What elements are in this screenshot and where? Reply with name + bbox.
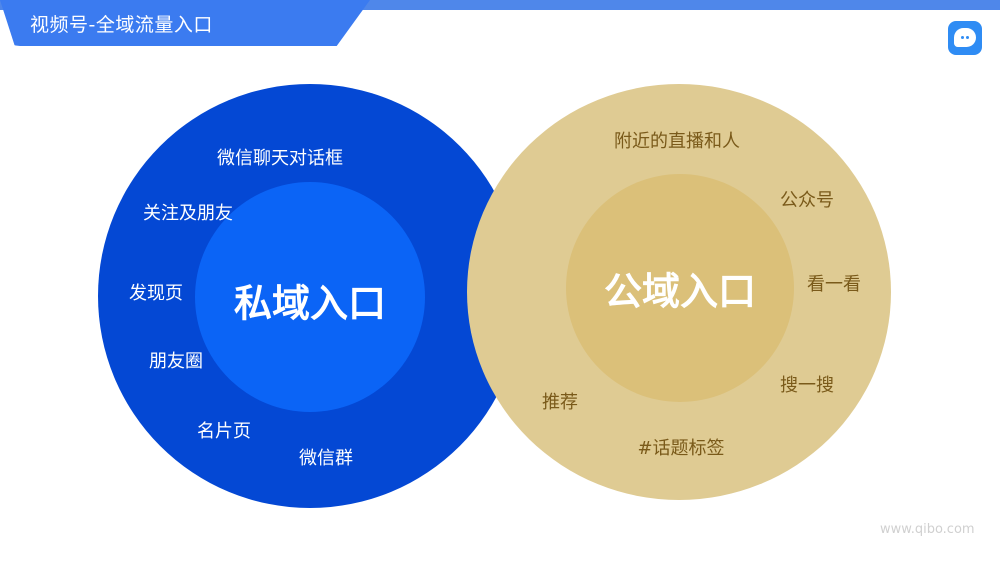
private-item-follow-friends: 关注及朋友 xyxy=(143,203,233,224)
public-item-top-stories: 看一看 xyxy=(807,274,861,295)
page-title: 视频号-全域流量入口 xyxy=(30,14,213,36)
private-item-discover-page: 发现页 xyxy=(129,283,183,304)
chat-bubble-logo-icon xyxy=(948,21,982,55)
public-domain-inner-circle xyxy=(566,174,794,402)
public-item-topic-tags: #话题标签 xyxy=(637,438,725,459)
private-item-profile-card: 名片页 xyxy=(197,421,251,442)
public-item-recommend: 推荐 xyxy=(542,392,578,413)
private-domain-label: 私域入口 xyxy=(233,281,387,326)
public-item-official-account: 公众号 xyxy=(780,190,834,211)
public-item-search: 搜一搜 xyxy=(780,375,834,396)
private-item-moments: 朋友圈 xyxy=(149,351,203,372)
private-item-wechat-group: 微信群 xyxy=(299,448,353,469)
header-accent-line xyxy=(0,0,1000,10)
public-item-nearby-live: 附近的直播和人 xyxy=(614,131,740,152)
private-item-wechat-chat: 微信聊天对话框 xyxy=(217,148,343,169)
public-domain-label: 公域入口 xyxy=(603,269,757,314)
private-domain-inner-circle xyxy=(195,182,425,412)
footer-url: www.qibo.com xyxy=(880,522,975,537)
header-title-tab xyxy=(0,0,370,46)
